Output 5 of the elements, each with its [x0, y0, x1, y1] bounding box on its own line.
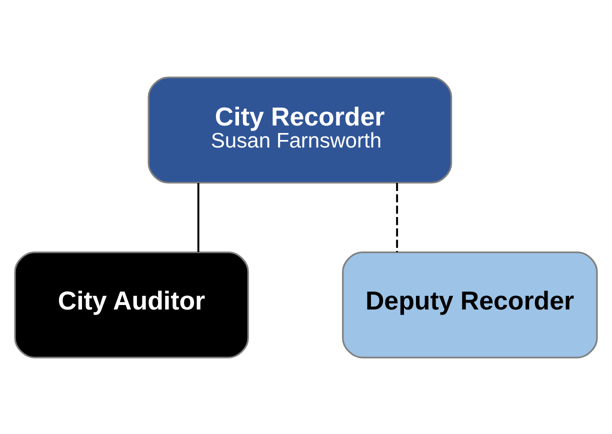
- connector: [396, 182, 398, 252]
- node-box: City Recorder Susan Farnsworth: [148, 76, 452, 183]
- node-box: Deputy Recorder: [342, 251, 598, 358]
- node-box: City Auditor: [14, 251, 249, 358]
- connector: [197, 182, 200, 252]
